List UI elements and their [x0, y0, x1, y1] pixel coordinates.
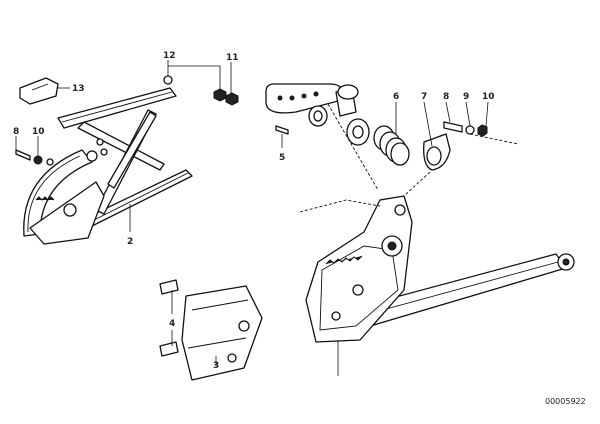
callout-2: 2 — [127, 237, 133, 247]
callout-11: 11 — [226, 53, 239, 63]
callout-7: 7 — [421, 92, 427, 102]
fasteners-11-12 — [163, 75, 239, 106]
callout-5: 5 — [279, 153, 285, 163]
callout-13: 13 — [72, 84, 85, 94]
callout-labels: 12 11 13 8 10 2 5 6 7 8 9 10 4 3 — [13, 51, 495, 371]
callout-10-left: 10 — [32, 127, 45, 137]
callout-4: 4 — [169, 319, 175, 329]
callout-9: 9 — [463, 92, 469, 102]
spring-coil — [373, 125, 410, 166]
part-13-glide — [19, 77, 59, 105]
callout-3: 3 — [213, 361, 219, 371]
window-regulator-right — [305, 195, 575, 343]
callout-10-right: 10 — [482, 92, 495, 102]
callout-12: 12 — [163, 51, 176, 61]
callout-6: 6 — [393, 92, 399, 102]
callout-8-left: 8 — [13, 127, 19, 137]
motor-components — [265, 83, 488, 171]
callout-8-right: 8 — [443, 92, 449, 102]
mounting-bracket-3 — [159, 279, 263, 381]
window-regulator-left — [15, 87, 193, 245]
diagram-reference-number: 00005922 — [545, 397, 586, 406]
leader-lines — [15, 60, 489, 376]
